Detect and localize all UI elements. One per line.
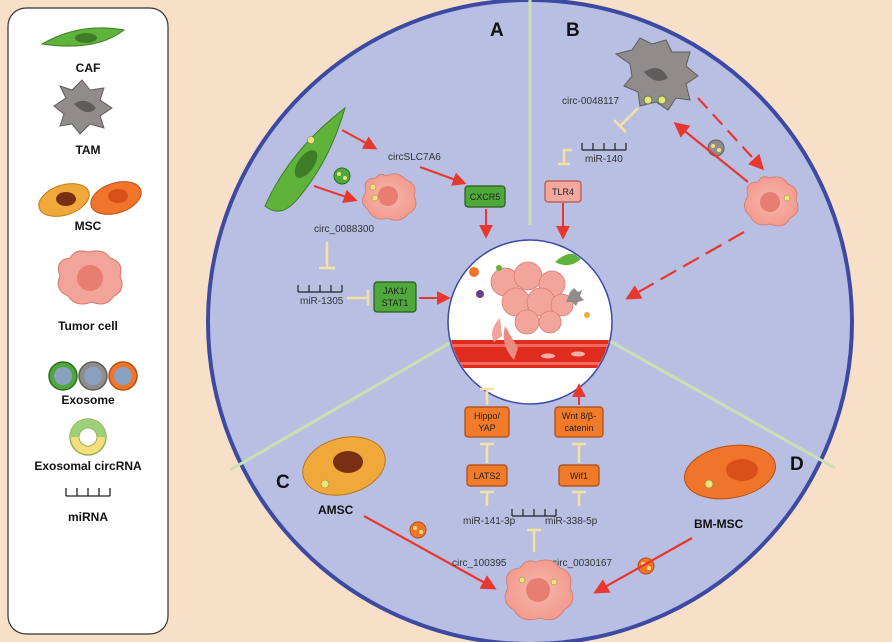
legend-msc-icon — [38, 181, 142, 217]
section-dividers — [229, 0, 836, 472]
legend-tumor-label: Tumor cell — [58, 319, 118, 333]
mir140-label: miR-140 — [585, 154, 623, 165]
circ100395-label: circ_100395 — [452, 558, 507, 569]
lats2-box — [466, 464, 508, 487]
legend-mirna-icon — [65, 488, 111, 497]
section-label-a: A — [490, 20, 504, 41]
jak1-stat1-box — [373, 281, 417, 313]
inhibit-lats2-to-hippo — [480, 442, 494, 463]
tam-cell-icon — [614, 37, 699, 111]
panel-a: circSLC7A6 circ_0088300 miR-1305 CXCR5 J… — [264, 106, 506, 313]
inhibit-mir1305 — [347, 290, 370, 306]
caf-exosome-icon — [333, 167, 351, 185]
legend-frame — [7, 7, 169, 635]
legend-circrna-icon — [69, 418, 107, 456]
legend-exosome-label: Exosome — [61, 393, 115, 407]
wnt8-box — [554, 406, 604, 438]
msc-mini-icon — [469, 267, 479, 277]
amsc-exosome-icon — [409, 521, 427, 539]
arrow-caf-to-circslc7a6 — [341, 129, 378, 150]
hippo-label: Hippo/ — [474, 411, 501, 421]
arrow-tumor-to-tam — [673, 122, 749, 183]
immune-cell-icon — [476, 290, 484, 298]
inhibit-hippo-to-center — [480, 387, 494, 405]
mirna-1305-icon — [297, 285, 343, 293]
inhibit-circ0088300 — [319, 242, 335, 270]
section-label-b: B — [566, 20, 580, 41]
legend-tam-label: TAM — [75, 143, 100, 157]
catenin-label: catenin — [564, 423, 593, 433]
arrow-to-cxcr5 — [419, 166, 467, 186]
arrow-amsc-to-tumor — [363, 515, 497, 590]
tlr4-label: TLR4 — [552, 187, 574, 197]
mir141-label: miR-141-3p — [463, 516, 516, 527]
jak1-label: JAK1/ — [383, 286, 408, 296]
tlr4-box — [544, 180, 582, 203]
inhibit-circ-to-mirna — [527, 528, 541, 552]
tumor-cell-bottom-icon — [504, 559, 574, 621]
inhibit-mir338-to-wif1 — [572, 490, 586, 506]
caf-mini-icon — [555, 253, 582, 266]
circ0088300-label: circ_0088300 — [314, 224, 374, 235]
legend-caf-icon — [40, 27, 126, 47]
panel-d: BM-MSC Wnt 8/β- catenin Wif1 miR-338-5p … — [545, 383, 777, 594]
amsc-cell-icon — [302, 436, 386, 496]
tumor-cell-a-icon — [362, 173, 417, 221]
mirna-bottom-icon — [511, 509, 557, 517]
section-label-d: D — [790, 454, 804, 475]
cxcr5-label: CXCR5 — [470, 192, 501, 202]
wnt8-label: Wnt 8/β- — [562, 411, 596, 421]
tam-mini-icon — [566, 288, 584, 306]
cxcr5-box — [464, 185, 506, 208]
legend-tumor-icon — [57, 250, 123, 305]
stat1-label: STAT1 — [382, 298, 409, 308]
hippo-yap-box — [464, 406, 510, 438]
legend-exosome-icon — [48, 361, 138, 391]
arrow-caf-to-tumor — [313, 185, 358, 204]
wif1-label: Wif1 — [570, 471, 588, 481]
panel-c: AMSC Hippo/ YAP LATS2 miR-141-3p circ_10… — [302, 387, 516, 590]
inhibit-mir140 — [558, 148, 572, 166]
panel-b: circ-0048117 miR-140 TLR4 — [544, 37, 799, 300]
mirna-140-icon — [581, 143, 627, 151]
circ0030167-label: circ_0030167 — [552, 558, 612, 569]
legend-msc-label: MSC — [75, 219, 102, 233]
bm-msc-exosome-icon — [637, 557, 655, 575]
tam-exosome-icon — [707, 139, 725, 157]
caf-cell-icon — [264, 106, 346, 212]
arrow-bmmsc-to-tumor — [593, 537, 693, 594]
lats2-label: LATS2 — [474, 471, 501, 481]
legend-tam-icon — [53, 79, 113, 135]
arrow-tam-to-tumor — [697, 97, 765, 171]
mir1305-label: miR-1305 — [300, 296, 344, 307]
yap-label: YAP — [478, 423, 495, 433]
bm-msc-label: BM-MSC — [694, 517, 744, 531]
arrow-tumor-b-to-center — [625, 231, 745, 300]
inhibit-mir141-to-lats2 — [480, 490, 494, 506]
legend-circrna-label: Exosomal circRNA — [34, 459, 142, 473]
amsc-label: AMSC — [318, 503, 354, 517]
tumor-cell-b-icon — [744, 176, 799, 227]
tumor-microenvironment — [447, 239, 613, 405]
bm-msc-cell-icon — [683, 444, 777, 500]
inhibit-circ0048117 — [613, 107, 639, 133]
wif1-box — [558, 464, 600, 487]
inhibit-wif1-to-wnt8 — [572, 442, 586, 463]
circslc7a6-label: circSLC7A6 — [388, 152, 441, 163]
section-label-c: C — [276, 472, 290, 493]
mir338-label: miR-338-5p — [545, 516, 598, 527]
legend-mirna-label: miRNA — [68, 510, 108, 524]
legend-panel: CAF TAM MSC Tumor cell — [7, 7, 169, 635]
circ0048117-label: circ-0048117 — [562, 96, 620, 107]
legend-caf-label: CAF — [76, 61, 101, 75]
